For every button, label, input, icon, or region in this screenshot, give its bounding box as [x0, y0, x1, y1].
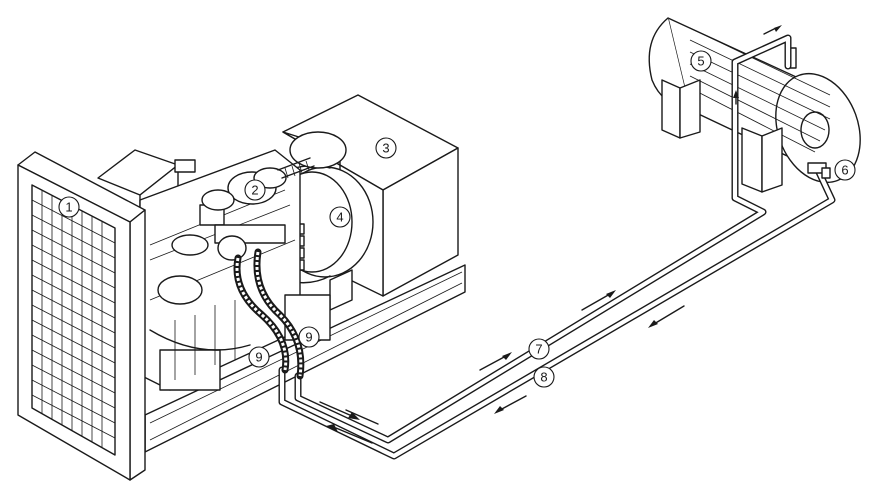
- flow-arrows: [319, 25, 782, 444]
- svg-text:7: 7: [535, 342, 542, 357]
- callout-6: 6: [834, 159, 856, 181]
- radiator: [17, 151, 146, 481]
- engine-block: [97, 149, 331, 391]
- fuel-return-line: [278, 166, 836, 460]
- svg-text:6: 6: [841, 163, 848, 178]
- callout-9-right: 9: [298, 326, 320, 348]
- svg-text:3: 3: [382, 141, 389, 156]
- flex-hoses: [233, 248, 305, 380]
- callout-5: 5: [690, 50, 712, 72]
- radiator-grille: [31, 190, 116, 448]
- callout-1: 1: [58, 196, 80, 218]
- callout-8: 8: [533, 366, 555, 388]
- svg-text:1: 1: [65, 200, 72, 215]
- callout-2: 2: [244, 179, 266, 201]
- callout-9-left: 9: [248, 346, 270, 368]
- callout-3: 3: [375, 137, 397, 159]
- tank-valve: [807, 162, 831, 179]
- svg-text:9: 9: [305, 330, 312, 345]
- svg-text:8: 8: [540, 370, 547, 385]
- fuel-supply-line: [294, 34, 792, 444]
- svg-text:9: 9: [255, 350, 262, 365]
- callout-4: 4: [329, 206, 351, 228]
- svg-text:5: 5: [697, 54, 704, 69]
- svg-text:4: 4: [336, 210, 343, 225]
- callout-7: 7: [528, 338, 550, 360]
- svg-text:2: 2: [251, 183, 258, 198]
